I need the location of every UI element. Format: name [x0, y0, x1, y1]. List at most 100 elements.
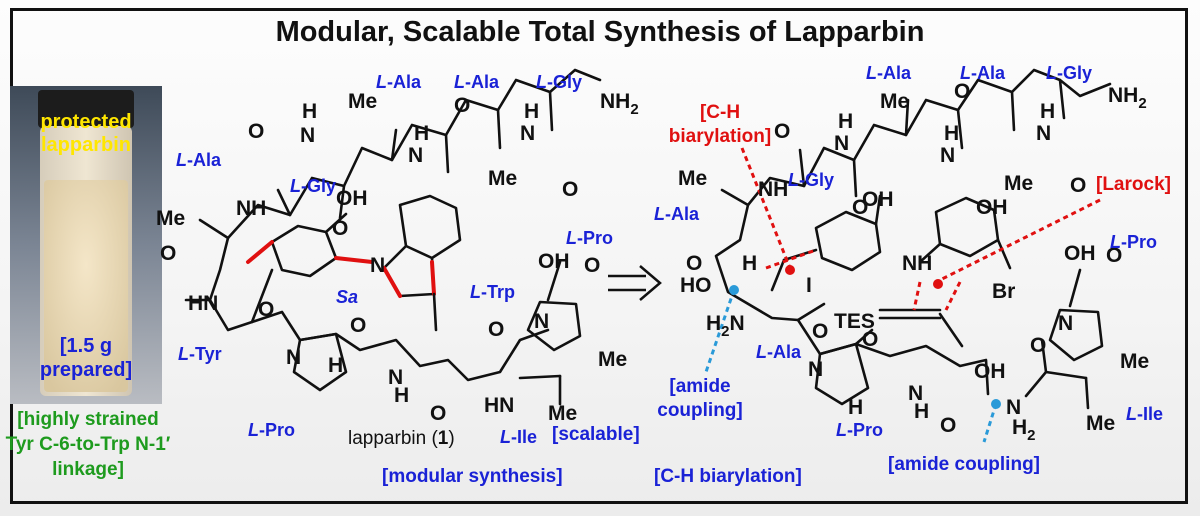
note-ch-biarylation: [C-H biarylation]	[654, 466, 802, 487]
right-co-3	[956, 108, 964, 150]
right-h-2: H	[944, 122, 959, 145]
left-h-pro: H	[328, 354, 343, 377]
left-me-ile-2: Me	[548, 402, 577, 425]
disc-dot-4	[991, 399, 1001, 409]
right-res-ala-2: L-Ala	[960, 63, 1006, 83]
left-co-2	[444, 133, 450, 174]
right-h-5: H	[914, 400, 929, 423]
right-oh-aryl: OH	[976, 196, 1008, 219]
right-ile-branch	[1044, 370, 1088, 380]
disc-dot-2	[933, 279, 943, 289]
left-co-1	[338, 184, 346, 220]
left-oh-pro: OH	[538, 250, 570, 273]
right-n-4: N	[908, 382, 923, 405]
note-larock: [Larock]	[1096, 174, 1171, 195]
right-o-7: O	[862, 328, 878, 351]
right-o-5: O	[686, 252, 702, 275]
right-ho: HO	[680, 274, 712, 297]
left-h-1: H	[302, 100, 317, 123]
left-pro-ring	[292, 332, 348, 392]
photo-label-bottom-2: prepared]	[40, 359, 132, 381]
right-ch2	[770, 258, 786, 292]
left-res-gly-1: L-Gly	[536, 72, 582, 92]
right-o-1: O	[774, 120, 790, 143]
left-me-1-text: Me	[348, 90, 377, 113]
right-tes: TES	[834, 310, 875, 333]
left-res-ala-1: L-Ala	[376, 72, 422, 92]
left-n-trp: N	[370, 254, 385, 277]
disc-dot-1	[785, 265, 795, 275]
right-co-2	[852, 158, 858, 198]
right-h-pro: H	[848, 396, 863, 419]
disc-ch-biaryl	[740, 147, 792, 269]
right-res-ile: L-Ile	[1126, 404, 1163, 424]
right-h2: H2	[1012, 416, 1036, 444]
trp-c-bond	[430, 260, 436, 296]
disc-larock-3	[944, 281, 962, 311]
right-n-5: N	[1006, 396, 1021, 419]
right-oh-tyr: OH	[862, 188, 894, 211]
trp-ch2	[432, 292, 438, 332]
left-nh2: NH2	[600, 90, 639, 118]
note-amide-3: [amide coupling]	[888, 454, 1040, 475]
photo-label-top-2: lapparbin	[41, 134, 131, 156]
note-scalable: [scalable]	[552, 424, 640, 445]
compound-label: lapparbin (1)	[348, 428, 455, 449]
photo-label-top-1: protected	[40, 111, 131, 133]
left-o-4: O	[454, 94, 470, 117]
left-o-6: O	[258, 298, 274, 321]
right-o-10: O	[1106, 244, 1122, 267]
disc-larock-1	[935, 198, 1101, 284]
tyr-trp-linkage	[334, 256, 374, 264]
left-h-2: H	[414, 122, 429, 145]
left-n-4: N	[388, 366, 403, 389]
right-me-ala	[720, 188, 750, 207]
right-o-3: O	[954, 80, 970, 103]
tyr-c6-bond	[246, 240, 274, 264]
left-oh-tyr: OH	[336, 187, 368, 210]
left-res-trp: L-Trp	[470, 282, 515, 302]
note-amide-1: [amide	[669, 376, 730, 397]
caption-line-2: Tyr C-6-to-Trp N-1′	[6, 434, 171, 455]
right-co-4	[1058, 78, 1066, 120]
right-res-pro-2: L-Pro	[836, 420, 883, 440]
note-amide-2: coupling]	[657, 400, 742, 421]
left-hn-1: HN	[188, 292, 218, 315]
left-o-7: O	[350, 314, 366, 337]
left-o-10: O	[584, 254, 600, 277]
tyr-oh-bond	[324, 212, 348, 234]
right-br-bond	[996, 238, 1012, 270]
right-h-1: H	[838, 110, 853, 133]
left-res-ile: L-Ile	[500, 427, 537, 447]
vial-powder	[44, 180, 128, 392]
right-n-6: N	[1058, 312, 1073, 335]
left-me-2-text: Me	[488, 167, 517, 190]
left-me-ala	[198, 218, 230, 240]
left-me-2	[496, 108, 502, 150]
right-tyr-ring	[814, 210, 882, 272]
left-lower-chain	[250, 310, 550, 382]
left-o-5: O	[562, 178, 578, 201]
disc-amide-1	[704, 289, 736, 373]
left-hn-2: HN	[484, 394, 514, 417]
note-ch-biaryl-2: biarylation]	[669, 126, 771, 147]
right-nh-bond	[918, 242, 942, 264]
left-ile-chain	[518, 374, 562, 380]
precursor-structure	[714, 68, 1112, 410]
left-n-2: N	[408, 144, 423, 167]
right-me-ile-2: Me	[1086, 412, 1115, 435]
left-o-2: O	[248, 120, 264, 143]
right-nh-1: NH	[758, 178, 788, 201]
left-n-5: N	[534, 310, 549, 333]
photo-label-bottom-1: [1.5 g	[60, 335, 112, 357]
right-oh-pro: OH	[1064, 242, 1096, 265]
right-top-chain	[746, 68, 1112, 207]
left-h-4: H	[394, 384, 409, 407]
tyr-ring	[270, 224, 338, 278]
right-oh-2: OH	[974, 360, 1006, 383]
left-o-9: O	[488, 318, 504, 341]
right-o-8: O	[940, 414, 956, 437]
right-res-gly-1: L-Gly	[1046, 63, 1092, 83]
